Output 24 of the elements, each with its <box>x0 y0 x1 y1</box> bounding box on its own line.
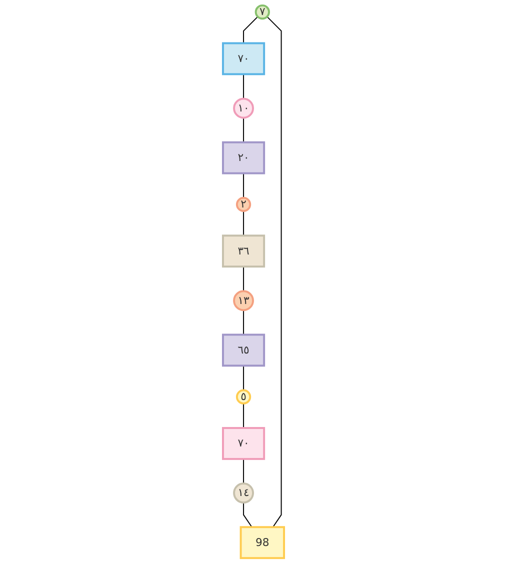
connector <box>243 458 244 484</box>
connector <box>243 210 244 236</box>
node-circle: ٢ <box>236 196 252 212</box>
node-circle: ١٠ <box>233 98 254 119</box>
connector <box>243 365 244 391</box>
node-circle: ١٣ <box>233 290 254 312</box>
connector <box>243 117 244 143</box>
connector <box>266 16 282 528</box>
connector <box>243 266 244 292</box>
connector <box>243 16 258 44</box>
node-circle: ٥ <box>236 389 252 404</box>
connector <box>243 172 244 198</box>
connector <box>243 402 244 428</box>
node-circle: ٧ <box>254 4 270 20</box>
connector <box>243 74 244 100</box>
node-box: ٦٥ <box>222 334 266 367</box>
node-box: 98 <box>240 526 286 560</box>
node-box: ٧٠ <box>222 427 266 460</box>
node-circle: ١٤ <box>233 482 254 504</box>
node-box: ٣٦ <box>222 234 266 268</box>
connector <box>243 310 244 336</box>
node-box: ٢٠ <box>222 141 266 174</box>
connector <box>243 502 252 528</box>
node-box: ٧٠ <box>222 42 266 76</box>
